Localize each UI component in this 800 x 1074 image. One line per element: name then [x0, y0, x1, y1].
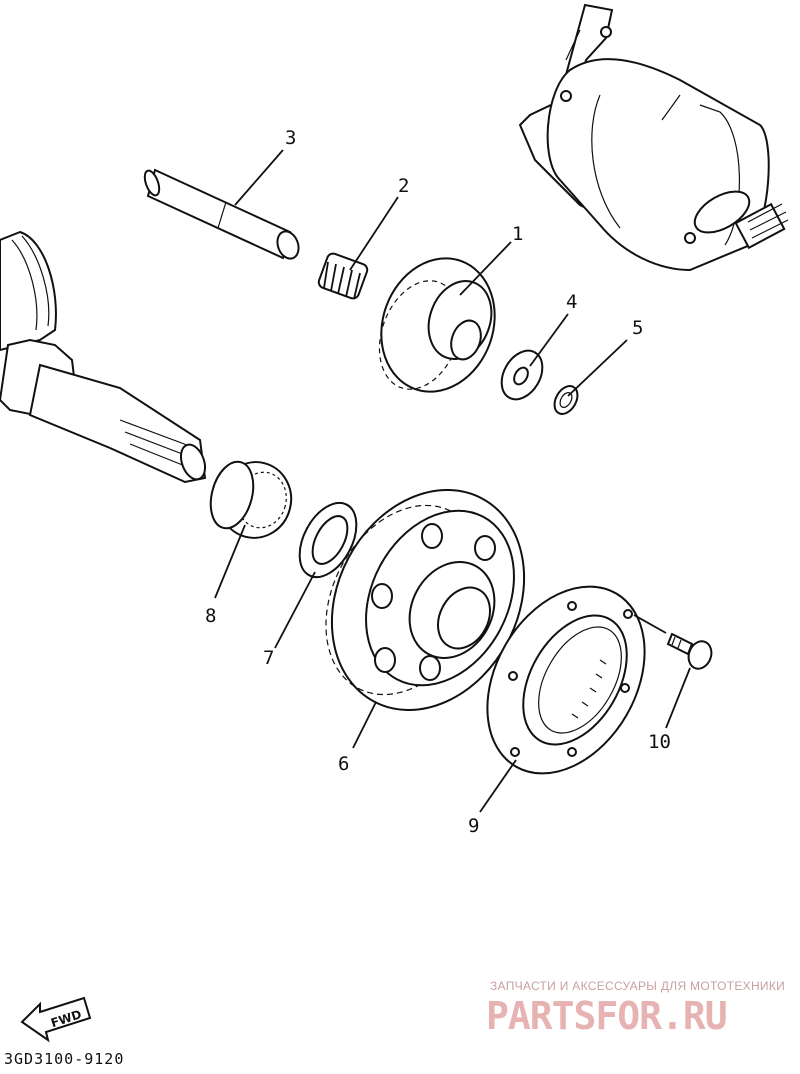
washer-part-7 — [298, 501, 358, 579]
callout-5: 5 — [632, 317, 643, 339]
callout-4: 4 — [566, 291, 577, 313]
washer-part-4 — [500, 349, 544, 401]
starter-clutch-part-9 — [486, 585, 646, 775]
callout-10: 10 — [648, 731, 671, 753]
shaft-part-3 — [143, 168, 300, 260]
bearing-part-8 — [209, 460, 293, 539]
callout-7: 7 — [263, 647, 274, 669]
watermark-brand: PARTSFOR.RU — [486, 994, 728, 1038]
callout-9: 9 — [468, 815, 479, 837]
callout-3: 3 — [285, 127, 296, 149]
callout-2: 2 — [398, 175, 409, 197]
bolt-part-10 — [666, 632, 713, 670]
diagram-code: 3GD3100-9120 — [4, 1050, 125, 1068]
crankshaft — [0, 230, 207, 484]
fwd-arrow: FWD — [20, 996, 92, 1043]
callouts: 1 2 3 4 5 6 7 8 9 10 — [205, 127, 671, 837]
leader-lines — [214, 149, 691, 813]
starter-motor — [518, 3, 789, 272]
watermark-tagline: ЗАПЧАСТИ И АКСЕССУАРЫ ДЛЯ МОТОТЕХНИКИ — [490, 979, 786, 993]
needle-bearing-part-2 — [317, 252, 369, 300]
starter-wheel-gear-part-6 — [325, 489, 526, 711]
callout-1: 1 — [512, 223, 523, 245]
callout-8: 8 — [205, 605, 216, 627]
idler-gear-part-1 — [378, 257, 496, 393]
callout-6: 6 — [338, 753, 349, 775]
